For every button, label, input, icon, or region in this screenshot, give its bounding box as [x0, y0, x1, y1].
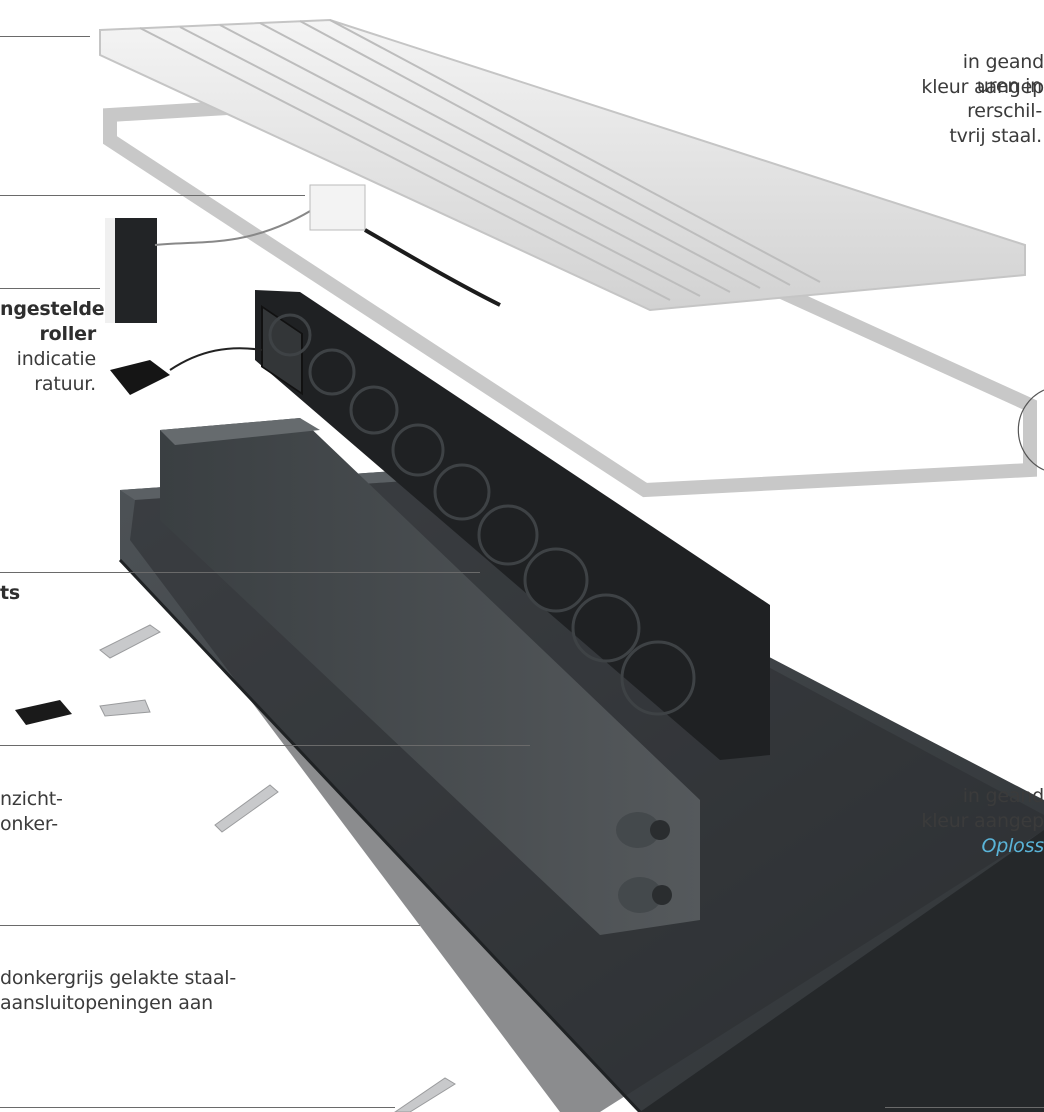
solutions-link[interactable]: Oploss: [981, 835, 1044, 857]
sensor-module: [309, 184, 501, 307]
caption-fans: ts: [0, 582, 20, 604]
leader-line-3: [0, 288, 100, 289]
caption-frame-bottom: in geand kleur aangep Oploss: [904, 784, 1044, 859]
leader-line-6: [0, 925, 420, 926]
leader-line-4: [0, 572, 480, 573]
leader-line-2: [0, 195, 305, 196]
controller-box: [105, 204, 321, 323]
caption-controller: ngestelde roller indicatie ratuur.: [0, 298, 105, 395]
leader-line-right: [885, 1107, 1044, 1108]
rubber-pad: [15, 700, 72, 725]
leader-line-7: [0, 1107, 395, 1108]
mounting-brackets: [99, 624, 456, 1112]
caption-grille-material: uren in rerschil- tvrij staal.: [949, 75, 1042, 147]
leader-line-1: [0, 36, 90, 37]
caption-trough: donkergrijs gelakte staal- aansluitopeni…: [0, 967, 237, 1014]
roll-grille: [99, 18, 1026, 312]
caption-frame-top: in geand kleur aangep: [921, 51, 1044, 98]
caption-coil: nzicht- onker-: [0, 788, 63, 835]
temperature-sensor: [110, 347, 263, 395]
heat-exchanger: [160, 418, 700, 935]
detail-circle: [1017, 389, 1044, 471]
leader-line-5: [0, 745, 530, 746]
fan-unit: [255, 290, 770, 760]
